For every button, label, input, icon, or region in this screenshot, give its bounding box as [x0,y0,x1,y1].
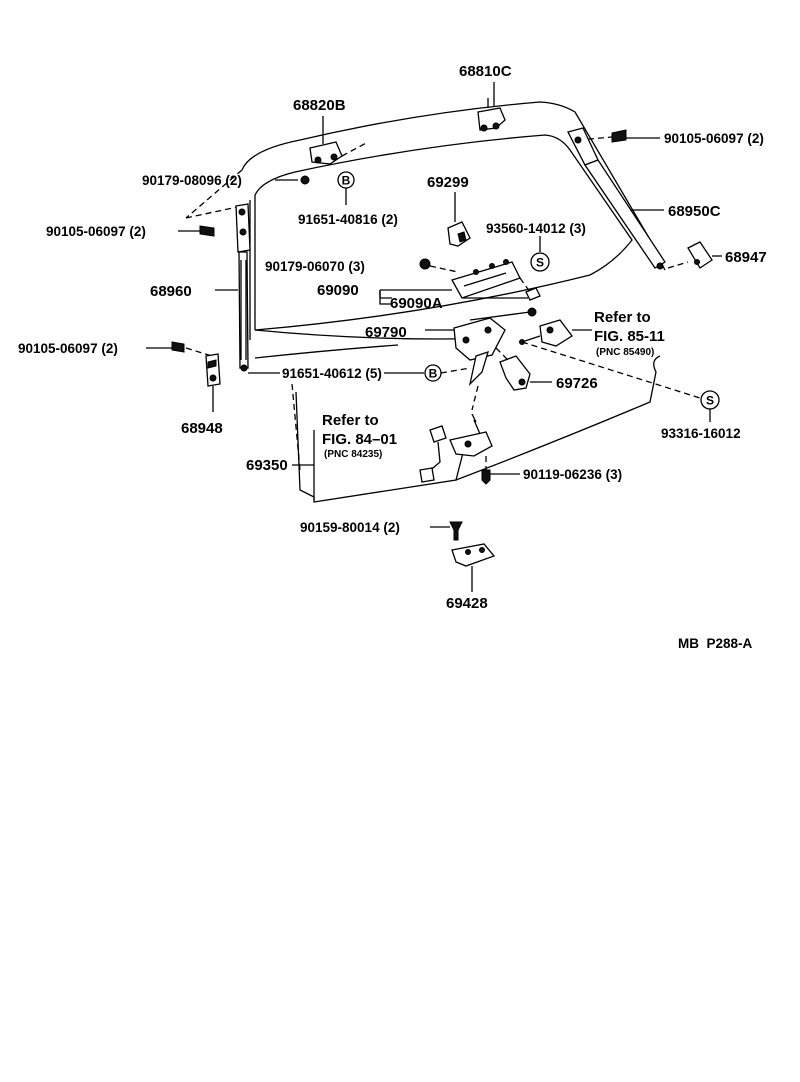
bracket-69090 [379,290,392,305]
svg-text:B: B [429,367,438,381]
label-68820b: 68820B [293,97,346,114]
label-90105-top-right: 90105-06097 (2) [664,131,764,146]
lamp-wire-84235 [419,425,447,483]
label-68810c: 68810C [459,63,512,80]
label-90179-06070: 90179-06070 (3) [265,259,365,274]
label-90105-left-lower: 90105-06097 (2) [18,341,118,356]
label-93316: 93316-16012 [661,426,741,441]
symbol-b-1: B [337,171,355,189]
symbol-s-1: S [530,252,550,272]
label-69790: 69790 [365,324,407,341]
ref2-title: Refer to [322,412,379,429]
hinge-68810c [477,98,506,132]
bolt-90105-left-lower [171,341,213,357]
label-69090: 69090 [317,282,359,299]
nut-90179-06070 [419,258,459,273]
label-90105-left-upper: 90105-06097 (2) [46,224,146,239]
bolt-90105-left-upper [199,225,215,237]
label-90159: 90159-80014 (2) [300,520,400,535]
hinge-68820b [309,141,369,165]
lock-69790 [453,307,537,411]
svg-text:B: B [342,174,351,188]
bracket-69350 [449,413,493,457]
screw-90159-80014 [449,521,463,541]
label-68947: 68947 [725,249,767,266]
label-69299: 69299 [427,174,469,191]
svg-text:S: S [706,394,714,408]
label-68960: 68960 [150,283,192,300]
label-69350: 69350 [246,457,288,474]
label-90179-08096: 90179-08096 (2) [142,173,242,188]
svg-text:S: S [536,256,544,270]
label-91651-40816: 91651-40816 (2) [298,212,398,227]
door-glass-outline [185,101,666,359]
label-69726: 69726 [556,375,598,392]
ref1-fig: FIG. 85-11 [594,328,665,345]
label-69428: 69428 [446,595,488,612]
damper-stay-68950c [567,127,666,270]
bracket-68948 [205,353,221,387]
ref1-title: Refer to [594,309,651,326]
lock-motor-85490 [519,319,573,347]
damper-stay-68960 [235,203,251,372]
handle-69090 [451,259,541,301]
footer-code: MB P288-A [678,636,753,651]
label-91651-40612: 91651-40612 (5) [282,366,382,381]
ref2-pnc: (PNC 84235) [324,449,382,460]
ref1-pnc: (PNC 85490) [596,347,654,358]
cover-69299 [447,221,471,247]
label-68948: 68948 [181,420,223,437]
symbol-s-2: S [700,390,720,410]
bolt-90119-06236 [481,456,491,485]
symbol-b-2: B [424,364,442,382]
label-68950c: 68950C [668,203,721,220]
striker-69428 [451,543,496,567]
nut-90179-08096 [300,175,310,185]
label-90119: 90119-06236 (3) [523,467,622,482]
dash-93316 [521,341,701,399]
ref2-fig: FIG. 84–01 [322,431,397,448]
label-69090a: 69090A [390,295,443,312]
link-69726 [495,347,531,391]
label-93560: 93560-14012 (3) [486,221,586,236]
dash-91651-40612 [440,367,471,374]
bracket-68947 [667,241,713,269]
